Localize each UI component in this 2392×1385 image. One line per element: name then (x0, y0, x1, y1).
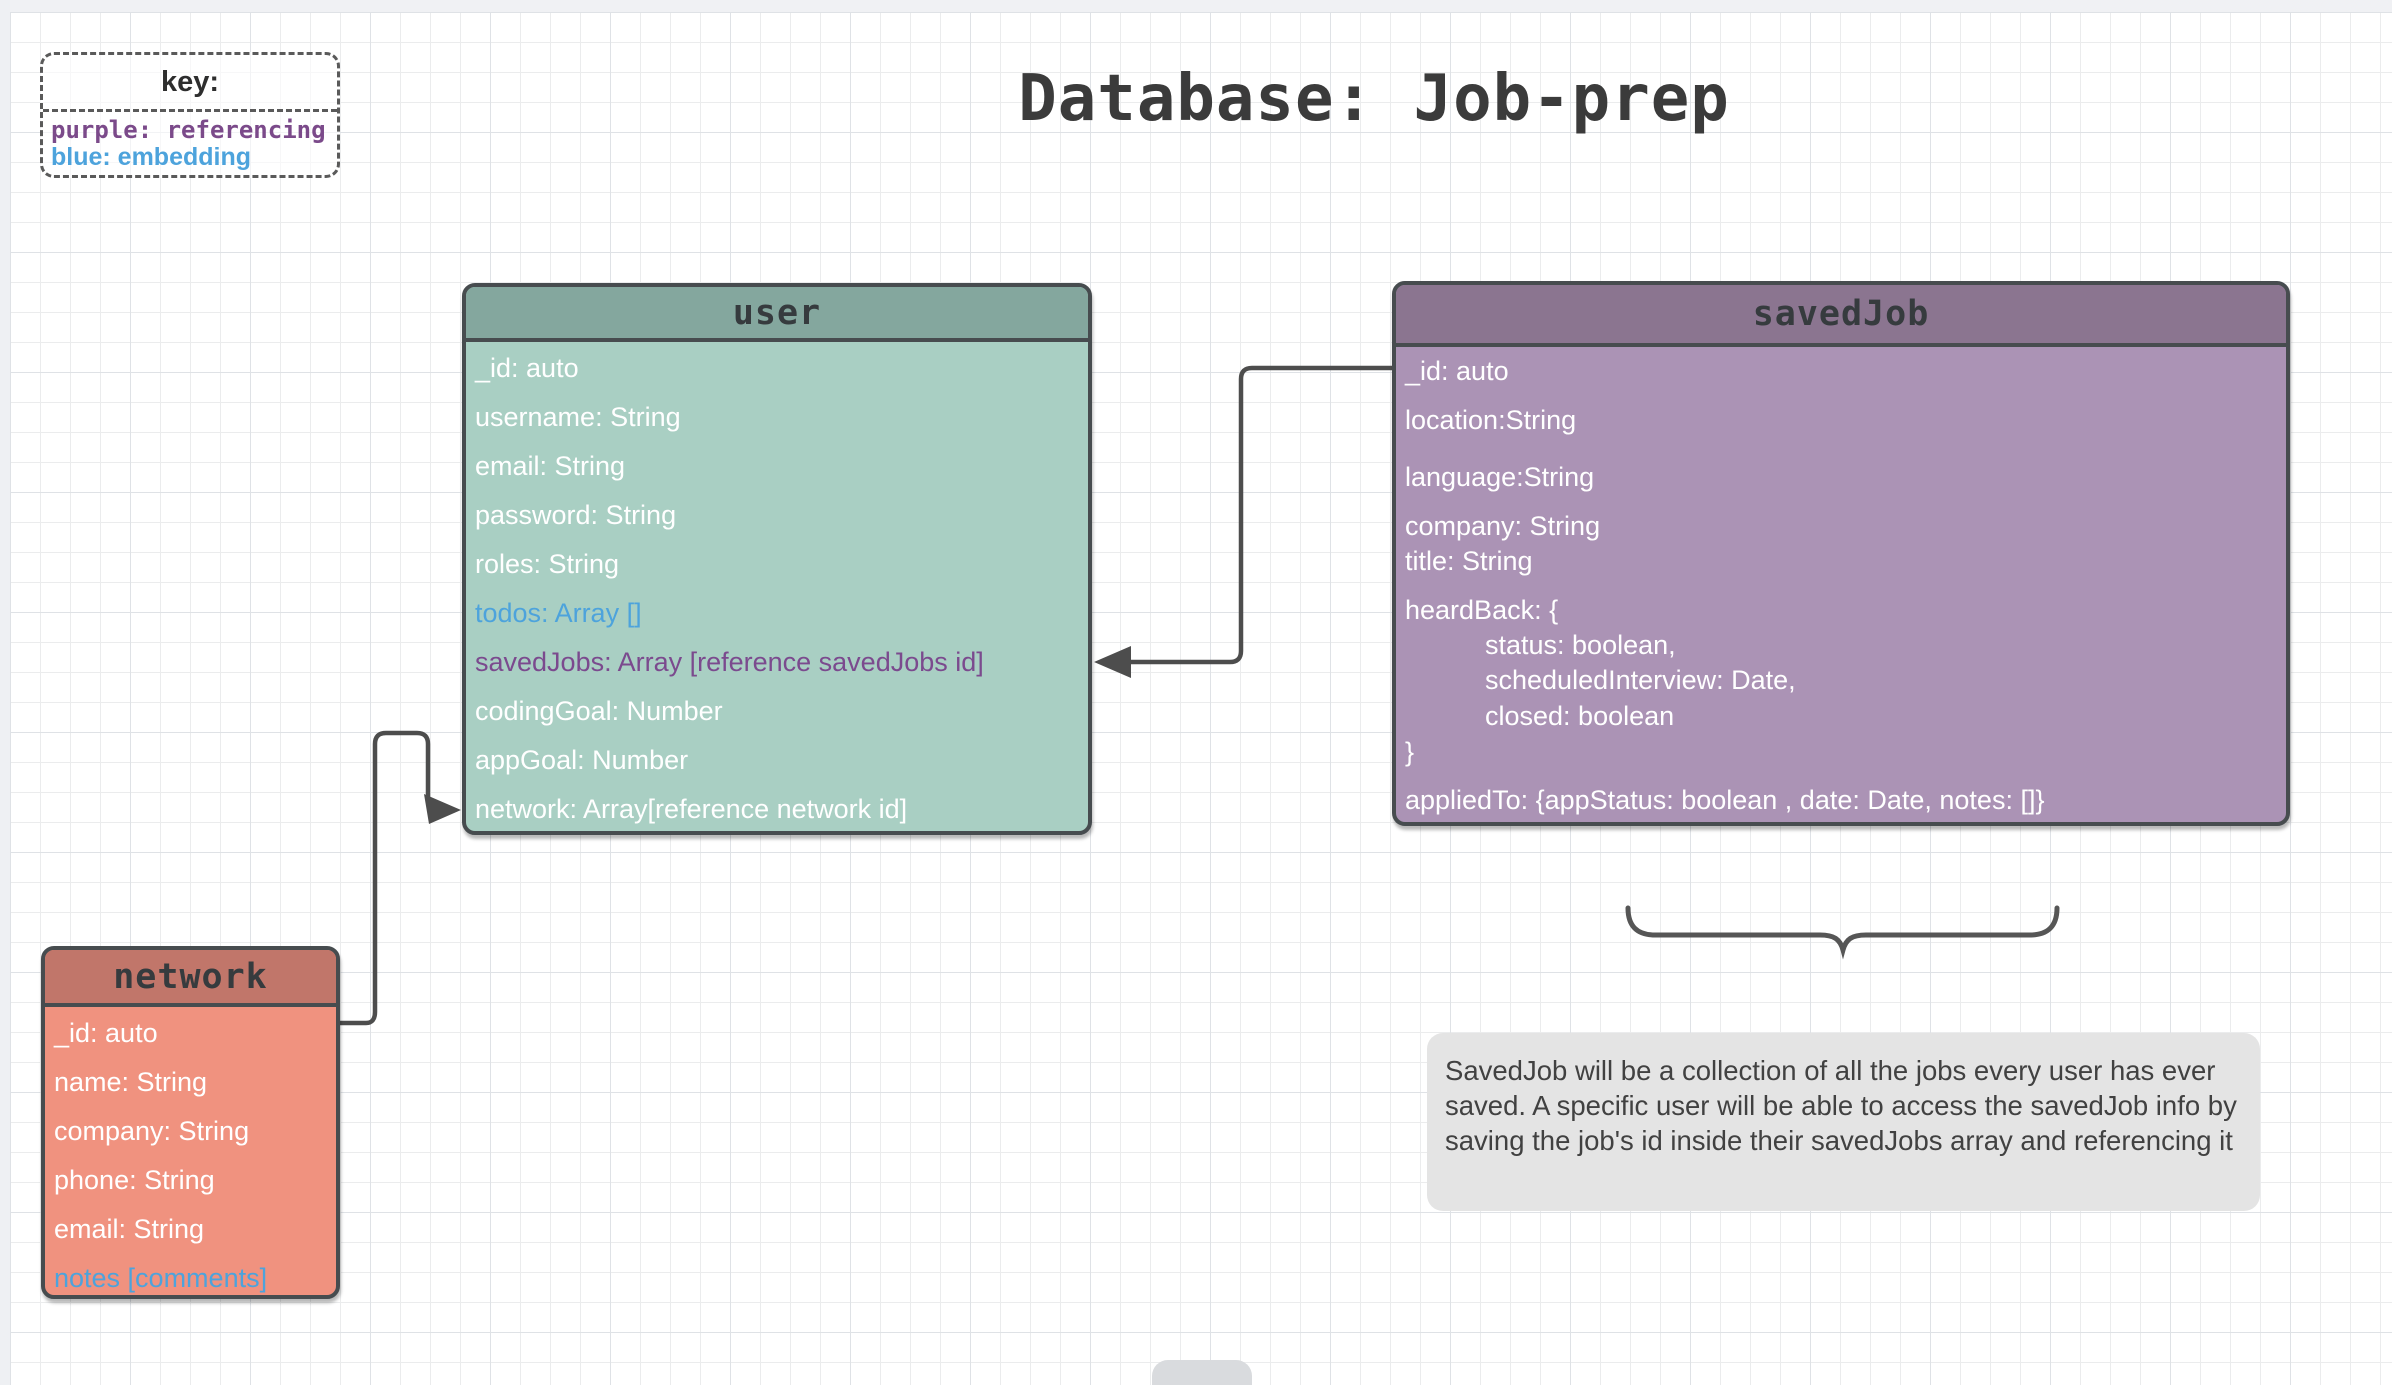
field-row[interactable]: closed: boolean (1485, 701, 1675, 731)
entity-savedjob-title: savedJob (1752, 294, 1930, 334)
field-row[interactable]: company: String (1405, 511, 1601, 541)
entity-network-title: network (113, 956, 268, 997)
legend-title: key: (43, 55, 337, 112)
field-row[interactable]: roles: String (475, 549, 620, 579)
entity-user-header[interactable]: user (466, 287, 1088, 342)
field-row[interactable]: heardBack: { (1405, 595, 1559, 625)
field-row[interactable]: username: String (475, 402, 681, 432)
field-row[interactable]: password: String (475, 500, 677, 530)
field-row[interactable]: email: String (54, 1214, 205, 1244)
entity-network-fields: _id: auto name: String company: String phon… (45, 1007, 336, 1295)
field-row[interactable]: appliedTo: {appStatus: boolean , date: D… (1405, 785, 2045, 815)
entity-network[interactable]: network _id: auto name: String company: St… (41, 946, 340, 1299)
field-row[interactable]: phone: String (54, 1165, 215, 1195)
field-row[interactable]: language:String (1405, 462, 1595, 492)
field-row[interactable]: todos: Array [] (475, 598, 642, 628)
legend-entry: blue: embedding (51, 143, 251, 171)
field-row[interactable]: _id: auto (54, 1018, 158, 1048)
arrowhead-left-icon (1094, 646, 1131, 678)
field-row[interactable]: savedJobs: Array [reference savedJobs id… (475, 647, 984, 677)
entity-savedjob-header[interactable]: savedJob (1396, 285, 2286, 347)
entity-network-header[interactable]: network (45, 950, 336, 1007)
entity-savedjob-fields: _id: auto location:String language:String c… (1396, 347, 2286, 818)
field-row[interactable]: company: String (54, 1116, 250, 1146)
canvas-left-edge (0, 0, 10, 1385)
field-row[interactable]: notes [comments] (54, 1263, 268, 1293)
field-row[interactable]: email: String (475, 451, 626, 481)
partially-visible-shape[interactable] (1152, 1360, 1252, 1385)
note-text: SavedJob will be a collection of all the… (1445, 1055, 2237, 1156)
entity-user[interactable]: user _id: auto username: String email: Str… (462, 283, 1092, 835)
field-row[interactable]: network: Array[reference network id] (475, 794, 908, 824)
field-row[interactable]: appGoal: Number (475, 745, 689, 775)
field-row[interactable]: status: boolean, (1485, 630, 1676, 660)
field-row[interactable]: scheduledInterview: Date, (1485, 665, 1796, 695)
field-row[interactable]: _id: auto (1405, 356, 1509, 386)
field-row[interactable]: _id: auto (475, 353, 579, 383)
entity-user-fields: _id: auto username: String email: String pa… (466, 342, 1088, 831)
underbrace[interactable] (1625, 905, 2060, 960)
entity-savedjob[interactable]: savedJob _id: auto location:String languag… (1392, 281, 2290, 826)
canvas-top-edge (0, 0, 2392, 12)
connector-savedjob-to-user[interactable] (1094, 365, 1395, 678)
page-title: Database: Job-prep (1018, 62, 1730, 136)
connector-network-to-user[interactable] (337, 730, 461, 1026)
field-row[interactable]: title: String (1405, 546, 1533, 576)
field-row[interactable]: location:String (1405, 405, 1577, 435)
legend-entry: purple: referencing (51, 116, 326, 144)
field-row[interactable]: name: String (54, 1067, 208, 1097)
field-row[interactable]: } (1405, 737, 1415, 767)
note-box[interactable]: SavedJob will be a collection of all the… (1427, 1033, 2260, 1211)
arrowhead-right-icon (424, 794, 461, 824)
field-row[interactable]: codingGoal: Number (475, 696, 723, 726)
entity-user-title: user (732, 292, 822, 333)
